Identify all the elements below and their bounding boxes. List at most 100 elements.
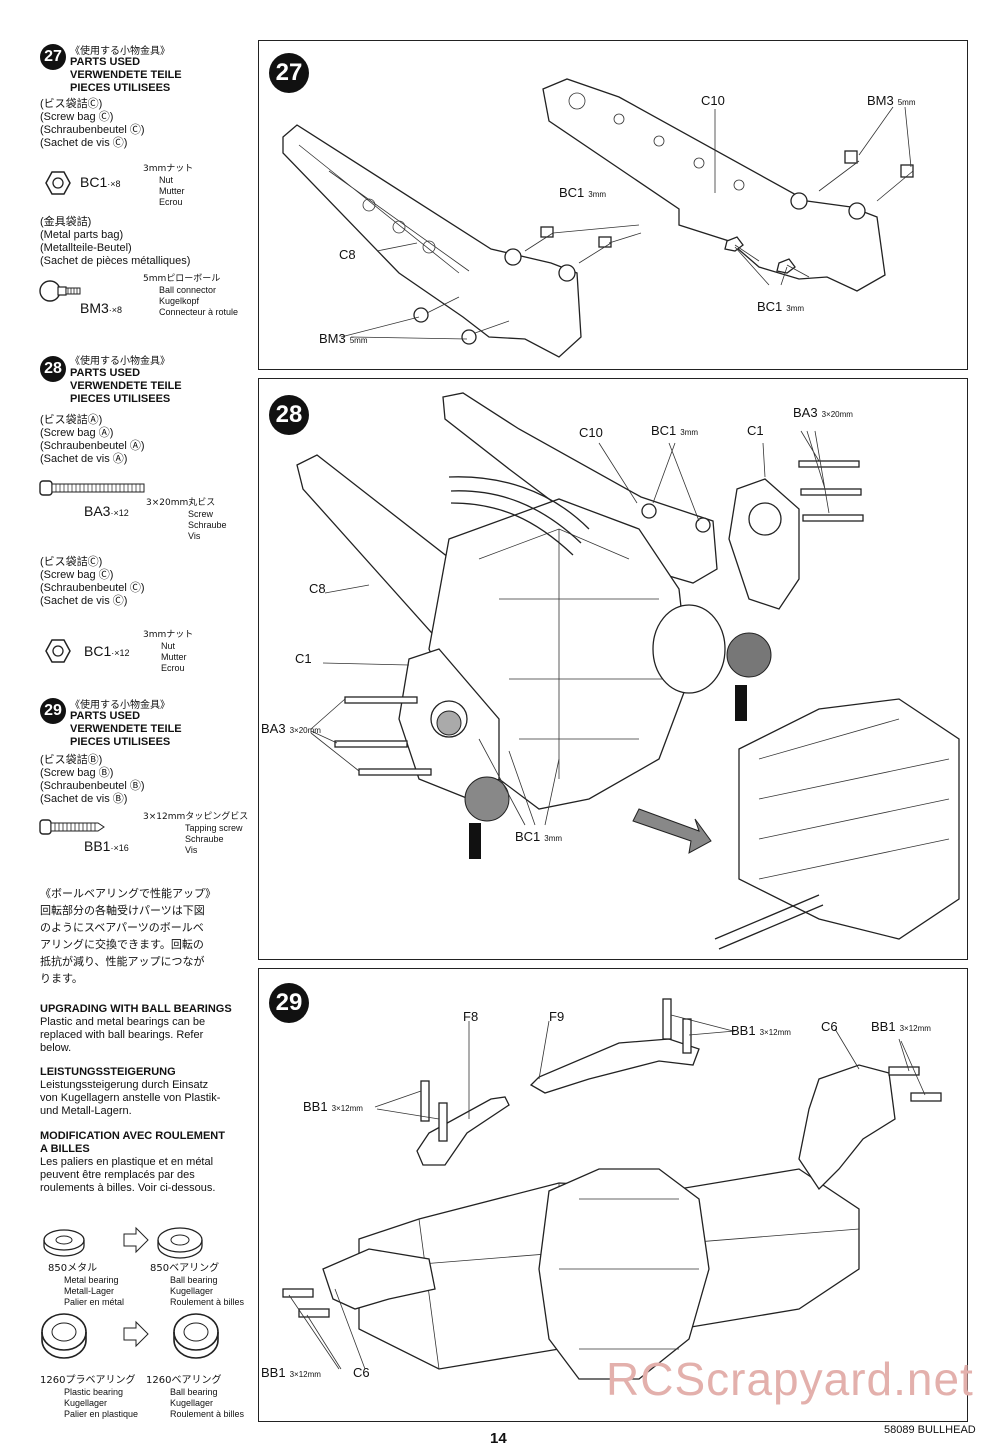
note-line: Leistungssteigerung durch Einsatz bbox=[40, 1079, 209, 1091]
note-line: peuvent être remplacés par des bbox=[40, 1169, 195, 1181]
step-27-en: PARTS USED bbox=[70, 56, 141, 68]
bag-line: (Screw bag Ⓒ) bbox=[40, 111, 114, 123]
step-28-illustration bbox=[296, 392, 960, 950]
bb1-desc: 3×12mmタッピングビス Tapping screw Schraube Vis bbox=[143, 812, 248, 856]
bag-line: (Sachet de vis Ⓒ) bbox=[40, 595, 128, 607]
bearing2-from-code: 1260プラベアリング bbox=[40, 1375, 136, 1386]
bearing-desc: Metal bearing bbox=[64, 1275, 119, 1285]
bearing-desc: Roulement à billes bbox=[170, 1409, 245, 1419]
bearing-desc: Ball bearing bbox=[170, 1387, 218, 1397]
part-desc: Nut bbox=[161, 641, 176, 651]
bc1-code: BC1·×12 bbox=[84, 643, 130, 661]
part-size: 3mm bbox=[680, 428, 699, 437]
note-line: roulements à billes. Voir ci-dessous. bbox=[40, 1182, 216, 1194]
part-size: 3×12mm bbox=[759, 1028, 791, 1037]
step-27-fr: PIECES UTILISEES bbox=[70, 82, 171, 94]
step-29-en: PARTS USED bbox=[70, 710, 141, 722]
part-size: 3mm bbox=[588, 190, 607, 199]
bag-line: (Sachet de vis Ⓑ) bbox=[40, 793, 128, 805]
part-qty: ·×8 bbox=[107, 179, 121, 189]
bag-line: (Screw bag Ⓐ) bbox=[40, 427, 114, 439]
part-size: 3×12mm bbox=[899, 1024, 931, 1033]
part-code: BB1 bbox=[871, 1019, 896, 1034]
part-desc: Tapping screw bbox=[185, 823, 243, 833]
note-line: und Metall-Lagern. bbox=[40, 1105, 132, 1117]
part-code: BC1 bbox=[559, 185, 585, 200]
part-code: BM3 bbox=[80, 300, 109, 316]
bag-line: (Schraubenbeutel Ⓒ) bbox=[40, 582, 145, 594]
note-line: below. bbox=[40, 1042, 72, 1054]
part-size: 3×12mm bbox=[289, 1370, 321, 1379]
step-28-badge: 28 bbox=[40, 356, 66, 382]
label-f8: F8 bbox=[463, 1009, 479, 1024]
bearing2-to-desc: Ball bearing Kugellager Roulement à bill… bbox=[170, 1387, 244, 1420]
label-c8: C8 bbox=[339, 247, 356, 262]
watermark: RCScrapyard.net bbox=[606, 1353, 974, 1405]
en-upgrade-note: UPGRADING WITH BALL BEARINGS Plastic and… bbox=[40, 1003, 255, 1055]
part-qty: ·×16 bbox=[110, 843, 129, 853]
nut-icon bbox=[45, 639, 71, 663]
part-size: 3×12mm bbox=[331, 1104, 363, 1113]
step-29-illustration bbox=[282, 998, 942, 1380]
part-code: BM3 bbox=[867, 93, 894, 108]
part-qty: ·×12 bbox=[111, 648, 130, 658]
note-line: 回転部分の各軸受けパーツは下図 bbox=[40, 904, 205, 917]
part-code: BB1 bbox=[731, 1023, 756, 1038]
note-line: von Kugellagern anstelle von Plastik- bbox=[40, 1092, 221, 1104]
bearing-desc: Palier en métal bbox=[64, 1297, 125, 1307]
bc1-desc: 3mmナット Nut Mutter Ecrou bbox=[143, 630, 193, 674]
label-c10: C10 bbox=[701, 93, 725, 108]
bag-line: (Screw bag Ⓑ) bbox=[40, 767, 114, 779]
screw-icon bbox=[39, 480, 145, 496]
de-upgrade-note: LEISTUNGSSTEIGERUNG Leistungssteigerung … bbox=[40, 1066, 255, 1118]
part-desc: Screw bbox=[188, 509, 214, 519]
bearing-desc: Palier en plastique bbox=[64, 1409, 139, 1419]
step-28-fr: PIECES UTILISEES bbox=[70, 393, 171, 405]
bm3-desc: 5mmピローボール Ball connector Kugelkopf Conne… bbox=[143, 274, 238, 318]
step-27-jp-title: 《使用する小物金具》 bbox=[70, 46, 170, 57]
part-desc: Schraube bbox=[185, 834, 224, 844]
bearing1-from-desc: Metal bearing Metall-Lager Palier en mét… bbox=[64, 1275, 124, 1308]
part-code: BB1 bbox=[261, 1365, 286, 1380]
part-code: BB1 bbox=[303, 1099, 328, 1114]
part-code: BA3 bbox=[261, 721, 286, 736]
bag-line: (ビス袋詰Ⓒ) bbox=[40, 556, 103, 568]
page-number: 14 bbox=[490, 1430, 507, 1447]
part-size: 5mm bbox=[897, 98, 916, 107]
note-line: 抵抗が減り、性能アップにつなが bbox=[40, 955, 205, 968]
note-title: MODIFICATION AVEC ROULEMENT bbox=[40, 1130, 225, 1142]
part-desc: Mutter bbox=[161, 652, 187, 662]
part-desc: Ecrou bbox=[159, 197, 183, 207]
fr-upgrade-note: MODIFICATION AVEC ROULEMENT A BILLES Les… bbox=[40, 1130, 255, 1195]
nut-icon bbox=[45, 171, 71, 195]
part-size: 3×12mmタッピングビス bbox=[143, 812, 249, 822]
part-code: BC1 bbox=[651, 423, 677, 438]
bm3-code: BM3·×8 bbox=[80, 300, 122, 318]
note-line: Les paliers en plastique et en métal bbox=[40, 1156, 214, 1168]
part-size: 3×20mm丸ビス bbox=[146, 498, 216, 508]
bc1-desc: 3mmナット Nut Mutter Ecrou bbox=[143, 164, 193, 208]
step-28-number: 28 bbox=[269, 395, 309, 435]
label-f9: F9 bbox=[549, 1009, 565, 1024]
label-c1-left: C1 bbox=[295, 651, 312, 666]
part-desc: Vis bbox=[185, 845, 198, 855]
step-27-illustration bbox=[282, 78, 914, 358]
label-c6-low: C6 bbox=[353, 1365, 370, 1380]
bag-line: (ビス袋詰Ⓐ) bbox=[40, 414, 103, 426]
model-label: 58089 BULLHEAD bbox=[884, 1424, 976, 1436]
bag-line: (Sachet de pièces métalliques) bbox=[40, 255, 191, 267]
note-line: 《ボールベアリングで性能アップ》 bbox=[40, 887, 216, 900]
ba3-desc: 3×20mm丸ビス Screw Schraube Vis bbox=[146, 498, 227, 542]
part-size: 3mm bbox=[786, 304, 805, 313]
ball-connector-icon bbox=[39, 280, 81, 302]
note-line: replaced with ball bearings. Refer bbox=[40, 1029, 204, 1041]
part-size: 3×20mm bbox=[821, 410, 853, 419]
